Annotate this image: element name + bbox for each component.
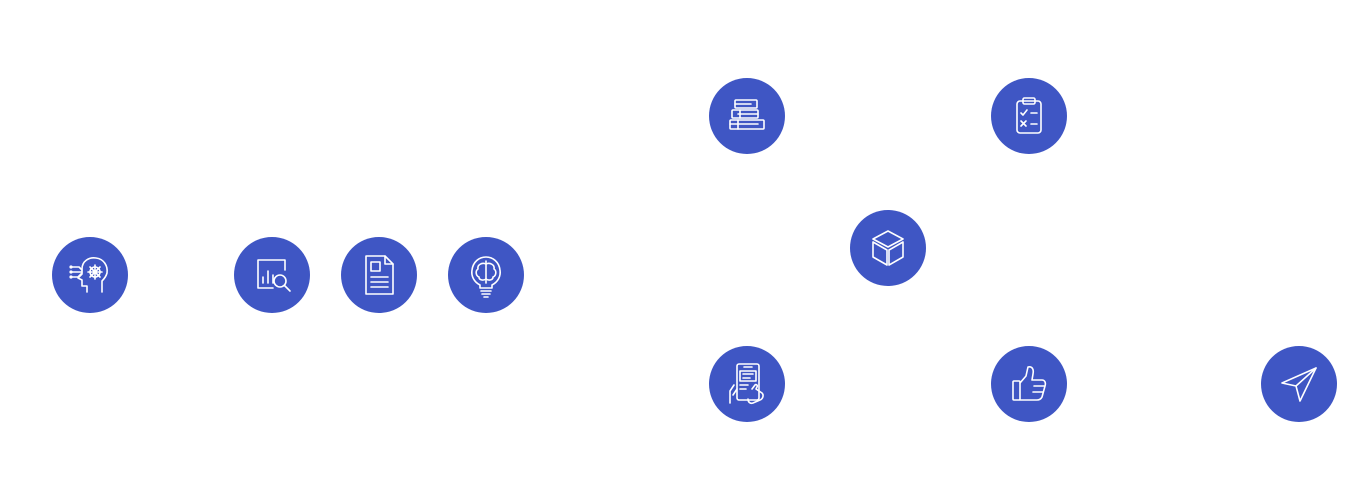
analytics-search-icon (257, 259, 291, 292)
thumbs-up-node (991, 346, 1067, 422)
tablet-touch-icon (729, 363, 764, 405)
thumbs-up-icon (1012, 366, 1047, 401)
idea-node (448, 237, 524, 313)
books-icon (729, 99, 765, 130)
tablet-touch-node (709, 346, 785, 422)
document-node (341, 237, 417, 313)
send-icon (1281, 367, 1317, 402)
ai-head-icon (69, 257, 108, 293)
box-icon (872, 230, 904, 266)
ai-head-node (52, 237, 128, 313)
brain-bulb-icon (471, 256, 501, 298)
analytics-search-node (234, 237, 310, 313)
send-node (1261, 346, 1337, 422)
checklist-node (991, 78, 1067, 154)
box-node (850, 210, 926, 286)
books-node (709, 78, 785, 154)
checklist-icon (1016, 97, 1042, 134)
document-icon (365, 255, 394, 295)
